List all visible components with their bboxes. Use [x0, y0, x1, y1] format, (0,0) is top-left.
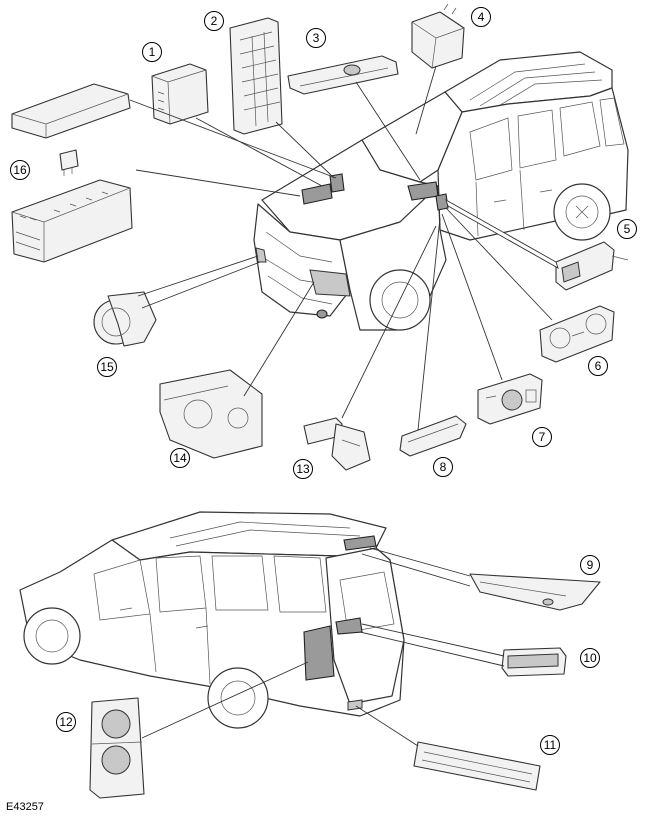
component-10-number-plate-lamp [501, 647, 567, 677]
callout-12-label: 12 [59, 715, 73, 729]
callout-6: 6 [588, 356, 608, 376]
callout-1-label: 1 [149, 45, 156, 59]
callout-11: 11 [540, 735, 560, 755]
component-13-switch [303, 417, 371, 471]
callout-10: 10 [580, 648, 600, 668]
callout-4: 4 [471, 7, 491, 27]
callout-7: 7 [532, 427, 552, 447]
callout-12: 12 [56, 712, 76, 732]
component-9-stop-lamp [469, 573, 601, 611]
callout-9: 9 [580, 555, 600, 575]
callout-16-label: 16 [13, 163, 27, 177]
callout-11-label: 11 [544, 738, 557, 752]
component-1-control-module [151, 63, 209, 125]
callout-9-label: 9 [587, 558, 594, 572]
component-2-fuse-box [229, 17, 283, 135]
component-12-rear-lamp [89, 697, 145, 799]
callout-10-label: 10 [583, 651, 597, 665]
component-11-reflector [413, 741, 541, 791]
component-7-lighting-switch [477, 373, 543, 425]
leader-lines [129, 65, 559, 747]
component-fuse-box-cover [11, 83, 131, 139]
component-6-instrument-cluster [539, 305, 615, 363]
callout-4-label: 4 [478, 10, 485, 24]
callout-13-label: 13 [296, 462, 310, 476]
component-3-sensor-assembly [287, 55, 399, 95]
front-vehicle-illustration [253, 51, 629, 331]
callout-15-label: 15 [100, 360, 114, 374]
component-15-fog-lamp [93, 291, 157, 347]
callout-3-label: 3 [313, 31, 320, 45]
callout-5: 5 [617, 219, 637, 239]
callout-5-label: 5 [624, 222, 631, 236]
callout-15: 15 [97, 357, 117, 377]
callout-16: 16 [10, 160, 30, 180]
callout-14-label: 14 [173, 451, 187, 465]
component-16-relay [59, 149, 79, 176]
component-14-headlamp [159, 369, 263, 459]
callout-7-label: 7 [539, 430, 546, 444]
callout-2-label: 2 [211, 14, 218, 28]
callout-3: 3 [306, 28, 326, 48]
component-8-side-repeater [399, 415, 467, 457]
callout-6-label: 6 [595, 359, 602, 373]
callout-8: 8 [433, 457, 453, 477]
rear-vehicle-illustration [19, 511, 405, 729]
callout-13: 13 [293, 459, 313, 479]
callout-14: 14 [170, 448, 190, 468]
callout-8-label: 8 [440, 460, 447, 474]
callout-1: 1 [142, 42, 162, 62]
component-fuse-box-base [11, 179, 133, 263]
component-5-switch-pack [555, 241, 629, 291]
figure-reference: E43257 [6, 801, 44, 813]
component-4-module [411, 3, 465, 69]
callout-2: 2 [204, 11, 224, 31]
